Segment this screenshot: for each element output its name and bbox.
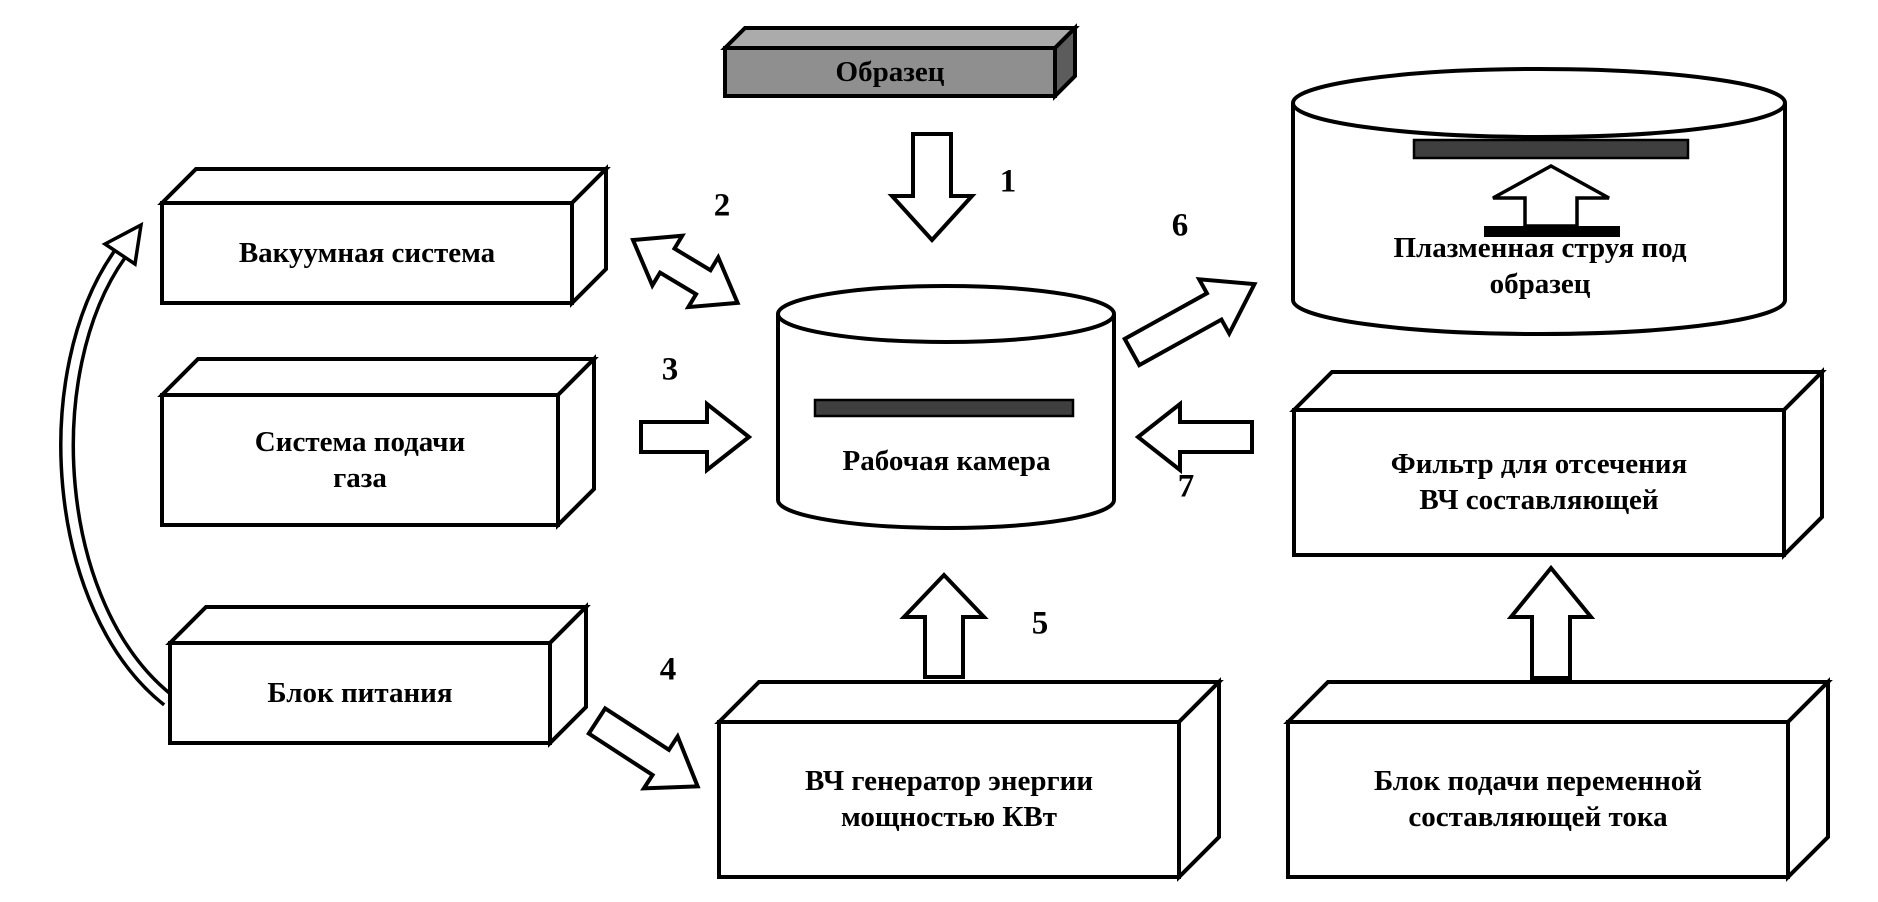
sample-box-top-face (720, 26, 1080, 50)
sample-label: Образец (835, 56, 945, 88)
ac-supply-box (1283, 677, 1833, 882)
working-chamber-label: Рабочая камера (842, 445, 1051, 477)
arrow-3-gas-to-chamber-icon (639, 399, 753, 475)
plasma-sample-bar (1412, 138, 1690, 160)
vacuum-system-box (157, 164, 611, 308)
plasma-arrow-base-bar (1484, 226, 1620, 237)
arrow-1-sample-to-chamber-icon (887, 132, 977, 243)
rf-filter-label: Фильтр для отсечения ВЧ составляющей (1390, 448, 1688, 516)
chamber-sample-holder-bar (813, 398, 1075, 418)
arrow-3-label: 3 (661, 351, 679, 388)
vacuum-front-face (160, 201, 574, 305)
gas-supply-label: Система подачи газа (254, 426, 466, 494)
vacuum-system-label: Вакуумная система (238, 237, 496, 269)
plasma-jet-cylinder (1291, 67, 1787, 336)
arrow-8-ac-to-filter-icon (1506, 564, 1596, 680)
arrow-6-shape (1122, 276, 1258, 368)
arrow-4-shape (586, 705, 701, 791)
filter-front-face (1292, 408, 1786, 557)
arrow-5-label: 5 (1031, 605, 1049, 642)
arrow-2-label: 2 (713, 187, 731, 224)
power-supply-box (165, 602, 591, 748)
arrow-2-vacuum-chamber-double-icon (630, 233, 741, 310)
arrow-5-generator-to-chamber-icon (899, 572, 989, 679)
power-supply-label: Блок питания (267, 677, 453, 709)
plasma-jet-label: Плазменная струя под образец (1393, 232, 1687, 300)
ac-front-face (1286, 720, 1790, 879)
arrow-4-label: 4 (659, 651, 677, 688)
arrow-7-filter-to-chamber-icon (1134, 399, 1254, 475)
arrow-7-label: 7 (1177, 468, 1195, 505)
power-top-face (165, 605, 591, 645)
ac-supply-label: Блок подачи переменной составляющей тока (1373, 765, 1703, 833)
plasma-up-arrow-icon (1492, 164, 1610, 228)
curved-arrowhead-icon (101, 221, 144, 267)
rf-filter-box (1289, 367, 1827, 560)
ac-top-face (1283, 680, 1833, 724)
chamber-top-ellipse (776, 284, 1116, 344)
arrow-1-label: 1 (999, 163, 1017, 200)
rf-generator-label: ВЧ генератор энергии мощностью КВт (804, 765, 1094, 833)
plasma-top-ellipse (1291, 67, 1787, 139)
gas-front-face (160, 393, 560, 527)
generator-top-face (714, 680, 1224, 724)
filter-top-face (1289, 370, 1827, 412)
gas-supply-box (157, 354, 599, 530)
sample-box-front-face (723, 46, 1057, 98)
chamber-body (776, 314, 1116, 530)
generator-front-face (717, 720, 1181, 879)
rf-generator-box (714, 677, 1224, 882)
curved-arrow-inner (62, 251, 171, 704)
curved-arrow-power-to-vacuum (59, 221, 173, 707)
sample-box (720, 23, 1080, 101)
working-chamber-cylinder (776, 284, 1116, 530)
arrow-6-label: 6 (1171, 207, 1189, 244)
arrow-4-power-to-generator-icon (586, 705, 701, 791)
power-front-face (168, 641, 552, 745)
arrow-2-shape (630, 233, 741, 310)
arrow-6-chamber-to-plasma-icon (1122, 276, 1258, 368)
vacuum-top-face (157, 167, 611, 205)
gas-top-face (157, 357, 599, 397)
